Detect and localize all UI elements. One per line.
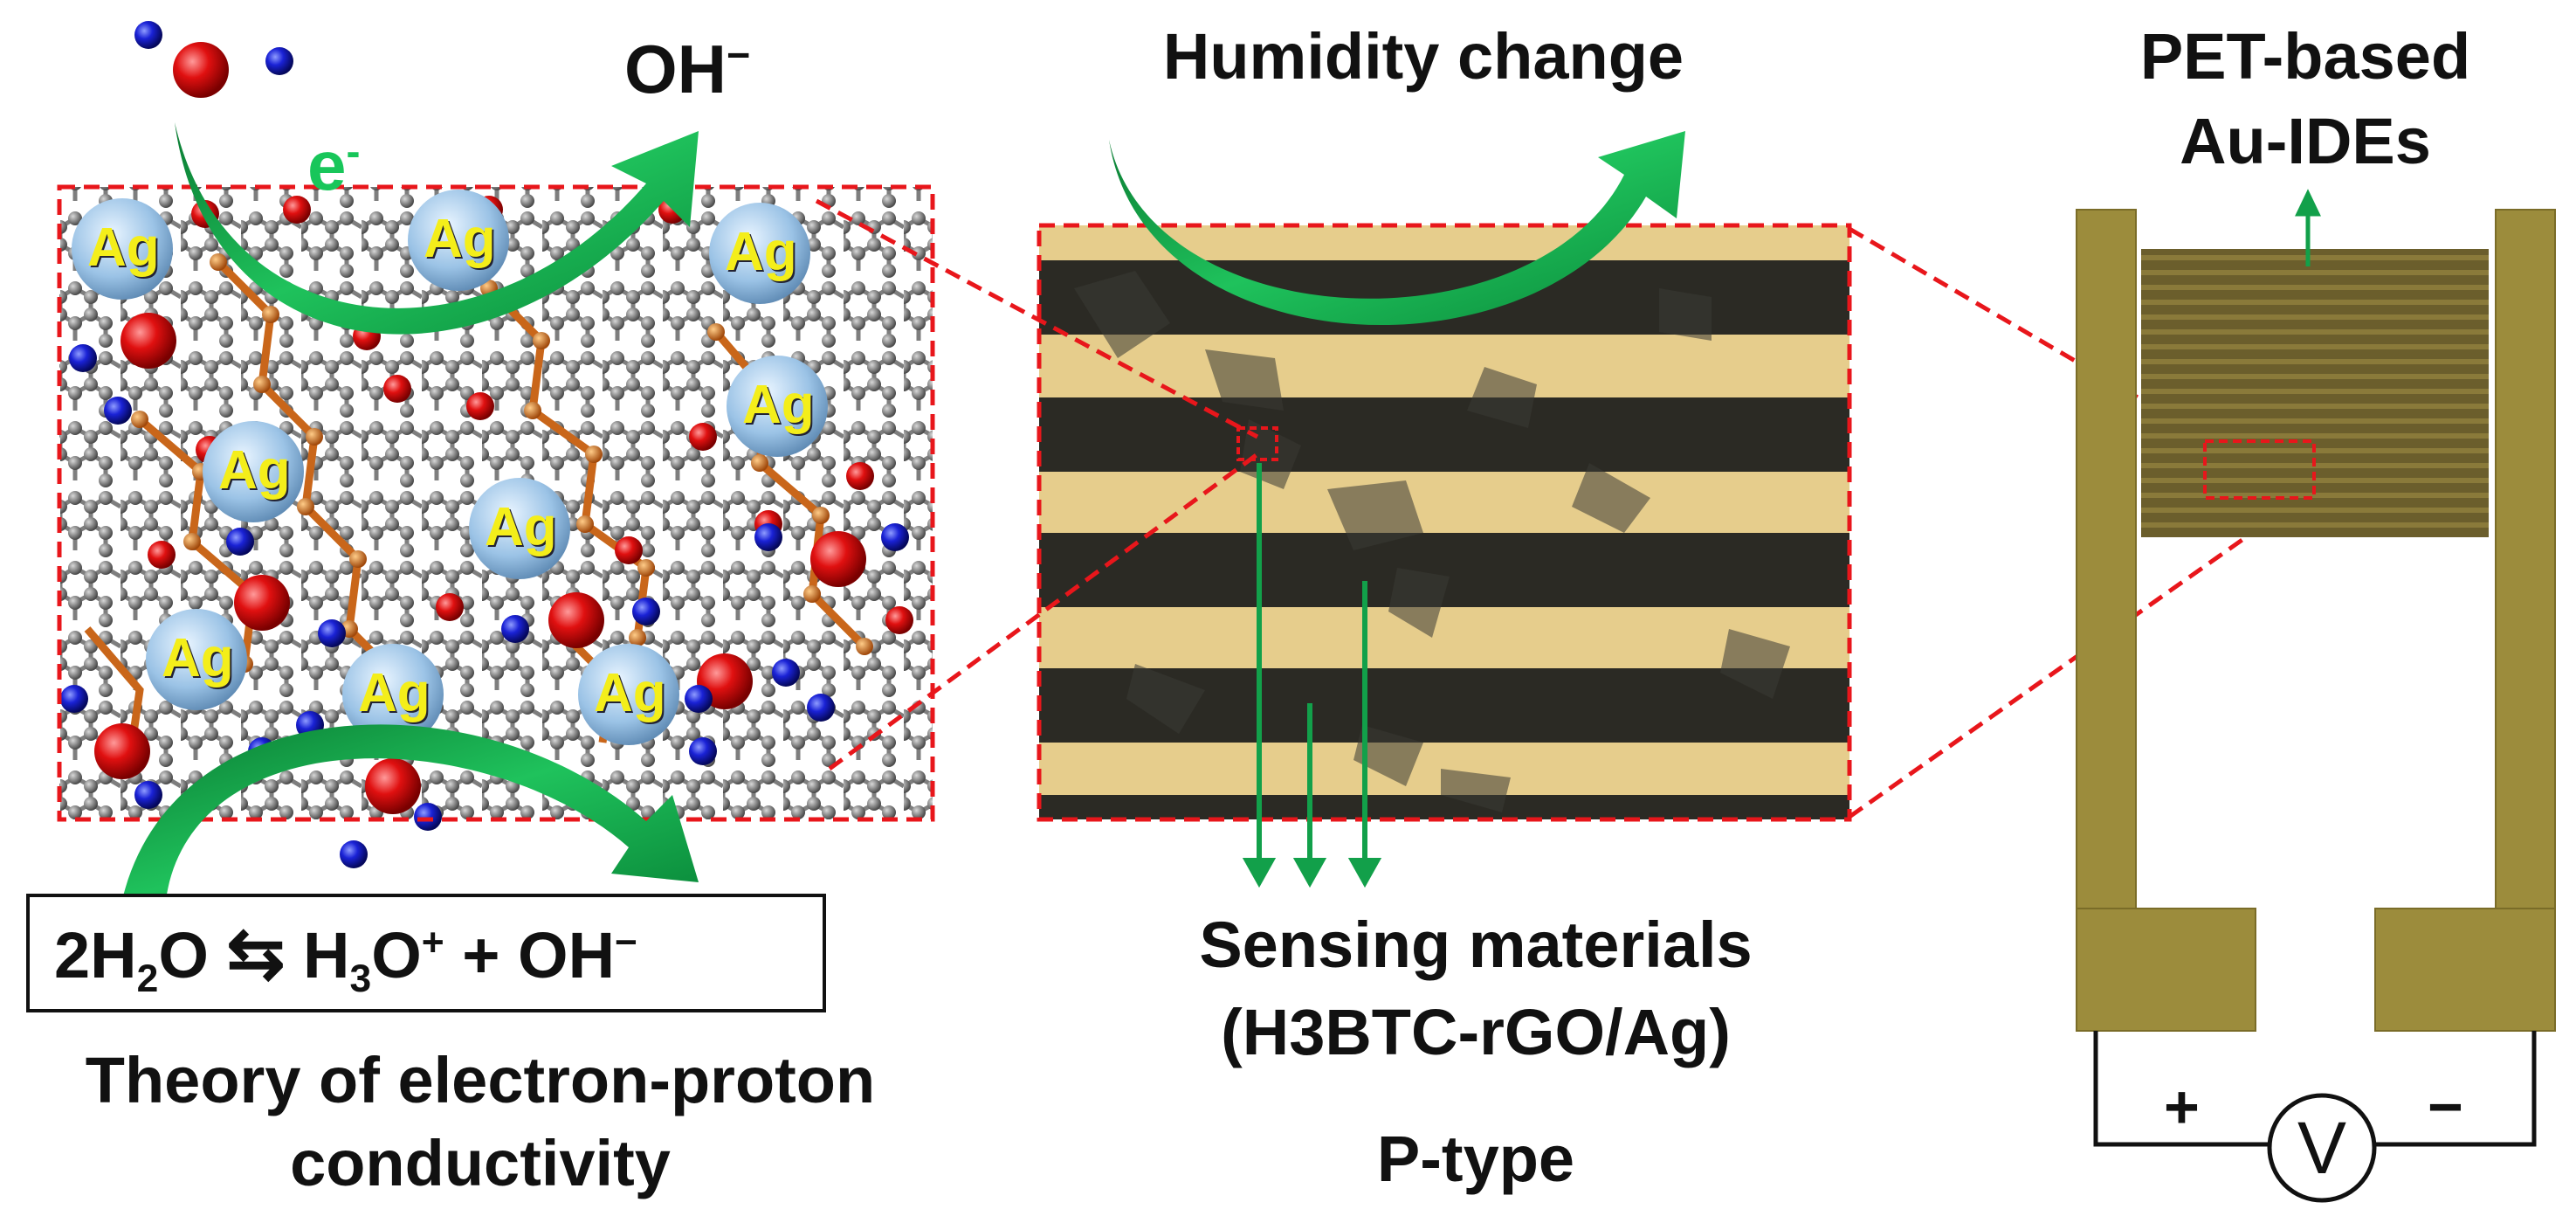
microscope-image-panel: [1037, 131, 1852, 888]
hydroxide-label: OH−: [624, 31, 751, 107]
micrograph-frame: [1037, 223, 1852, 822]
oxygen-atoms: [94, 42, 913, 814]
ag-label: Ag: [358, 663, 430, 723]
ag-label: Ag: [725, 222, 797, 282]
equation-box: [26, 894, 826, 1012]
ag-label: Ag: [162, 628, 234, 688]
sensing-caption-line1: Sensing materials: [1199, 909, 1753, 981]
measurement-circuit: [2093, 1031, 2537, 1203]
electrode-pointer: [2295, 189, 2321, 266]
ag-label: Ag: [742, 375, 815, 435]
linker-atoms: [131, 253, 873, 690]
water-dissociation-equation: 2H2O ⇆ H3O+ + OH−: [54, 915, 637, 1000]
electrode-fingers: [2141, 255, 2489, 528]
left-caption-line2: conductivity: [290, 1127, 671, 1199]
sensing-caption-line2: (H3BTC-rGO/Ag): [1221, 996, 1731, 1068]
proton-hopping-arrow: [122, 724, 699, 900]
electron-transfer-arrow: [175, 122, 699, 335]
negative-terminal-label: −: [2428, 1073, 2463, 1141]
lattice-frame: [57, 184, 935, 822]
ag-nanoparticles: [72, 190, 828, 745]
ag-label: Ag: [218, 440, 291, 501]
voltmeter-label: V: [2297, 1107, 2347, 1189]
positive-terminal-label: +: [2164, 1073, 2200, 1141]
humidity-title: Humidity change: [1162, 20, 1684, 93]
electrode-title-line1: PET-based: [2139, 20, 2471, 93]
ag-label: Ag: [424, 209, 496, 269]
sensing-flakes: [1074, 271, 1790, 812]
humidity-arrow: [1109, 131, 1685, 326]
electron-label: e-: [307, 127, 361, 204]
ag-label: Ag: [485, 497, 557, 557]
electrode-title-line2: Au-IDEs: [2180, 105, 2431, 177]
sensing-material-pointers: [1242, 463, 1382, 888]
ag-label: Ag: [594, 663, 666, 723]
left-caption-line1: Theory of electron-proton: [85, 1044, 876, 1116]
p-type-label: P-type: [1376, 1123, 1575, 1195]
electrode-device-panel: [2076, 189, 2556, 1203]
pet-substrate: [2076, 209, 2556, 1032]
molecular-structure-panel: [26, 21, 935, 1012]
ag-label: Ag: [87, 218, 160, 278]
